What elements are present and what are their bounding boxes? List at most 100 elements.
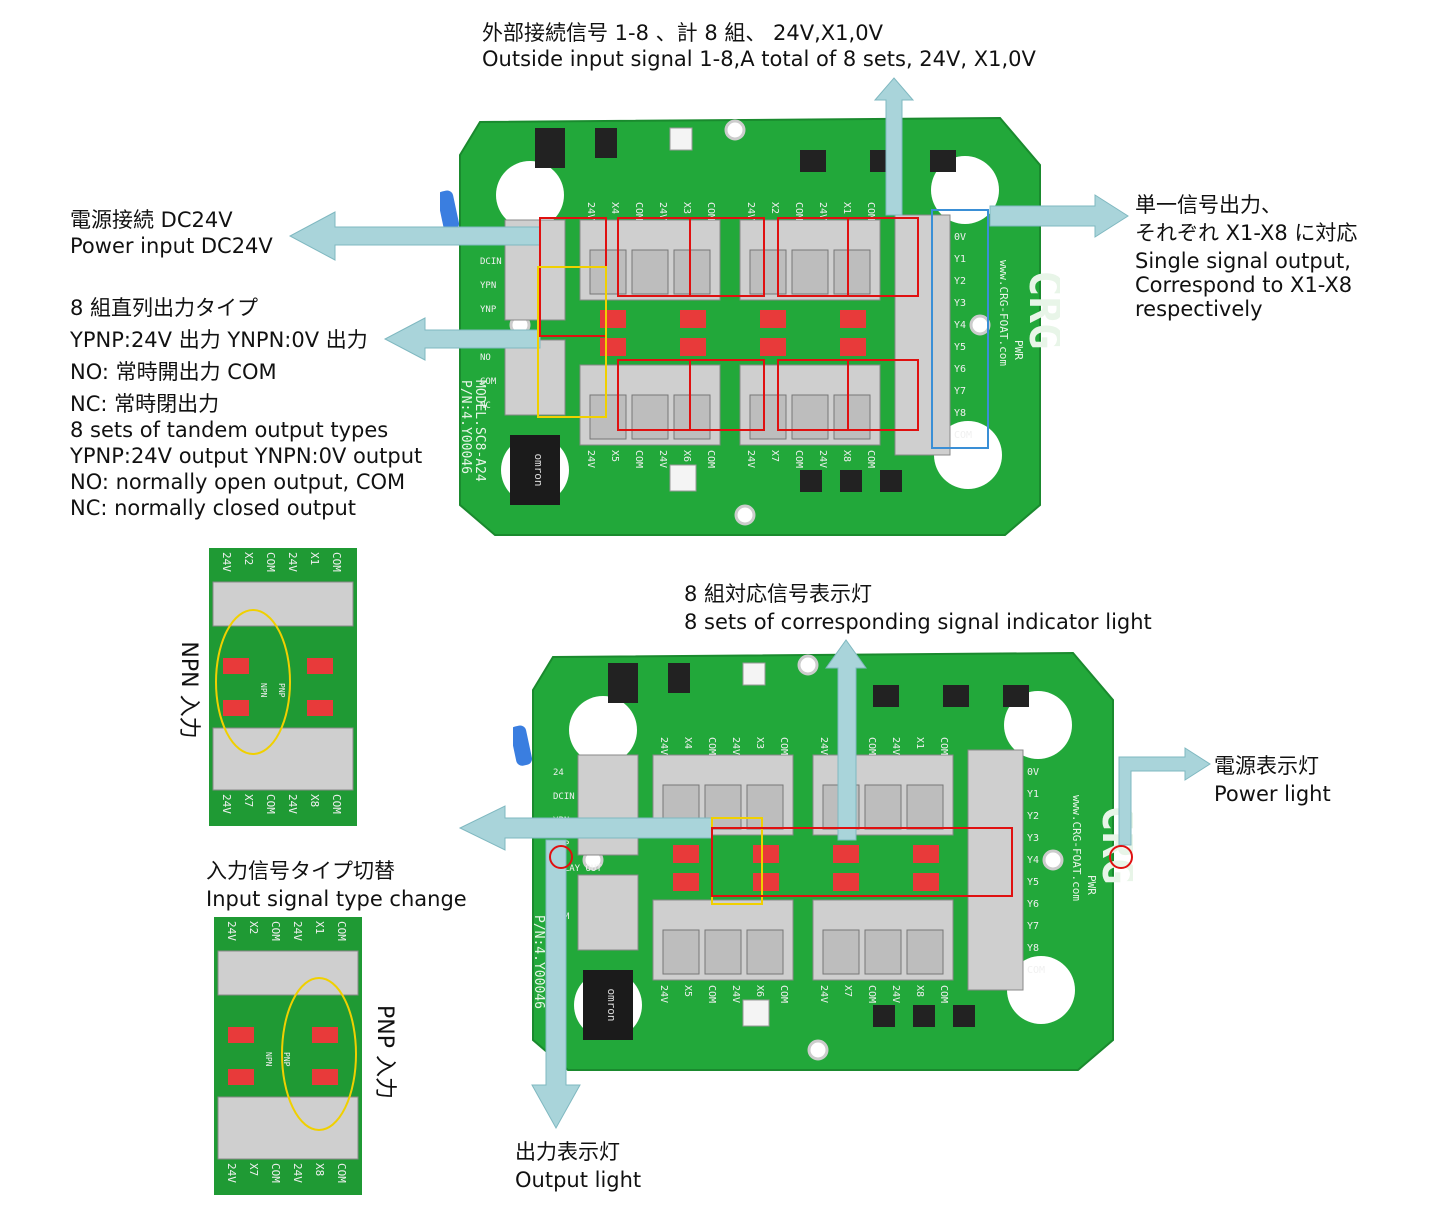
terminal-right — [967, 749, 1024, 991]
terminal-label-right: Y5 — [954, 342, 966, 353]
terminal-lever[interactable] — [673, 394, 711, 440]
terminal-label-right: Y4 — [954, 320, 966, 331]
label-output-types-4: NC: 常時閉出力 — [70, 392, 220, 416]
thumb-label-bottom: 24V — [286, 794, 299, 814]
capacitor — [510, 725, 533, 766]
chip — [535, 128, 565, 168]
terminal-lever[interactable] — [749, 394, 787, 440]
terminal-label-bottom: COM — [705, 450, 716, 468]
terminal-label-bottom: 24V — [817, 450, 828, 468]
terminal-label-top: COM — [865, 202, 876, 220]
thumb-jumper-label: NPN — [259, 683, 268, 698]
thumb-label-bottom: X8 — [313, 1163, 326, 1176]
terminal-lever[interactable] — [746, 784, 784, 830]
chip — [800, 150, 826, 172]
terminal-label-bottom: COM — [706, 985, 717, 1003]
terminal-label-left: NC — [480, 401, 491, 411]
led — [742, 662, 766, 686]
terminal-label-bottom: 24V — [657, 450, 668, 468]
label-signal-change: 入力信号タイプ切替 Input signal type change — [206, 857, 467, 913]
terminal-label-bottom: 24V — [585, 450, 596, 468]
terminal-label-right: Y6 — [954, 364, 966, 375]
chip — [595, 128, 617, 158]
label-signal-change-en: Input signal type change — [206, 887, 467, 911]
terminal-lever[interactable] — [673, 249, 711, 295]
thumb-label-bottom: X7 — [242, 794, 255, 807]
thumb-label-top: X2 — [242, 552, 255, 565]
terminal-label-top: X1 — [841, 202, 852, 214]
terminal-lever[interactable] — [864, 929, 902, 975]
thumb-jumper-label: PNP — [282, 1052, 291, 1067]
terminal-label-right: Y4 — [1027, 855, 1039, 866]
chip — [873, 685, 899, 707]
thumb-label-top: COM — [335, 921, 348, 941]
terminal-lever[interactable] — [906, 784, 944, 830]
thumb-label-top: X1 — [313, 921, 326, 934]
thumb-label-bottom: 24V — [220, 794, 233, 814]
terminal-lever[interactable] — [631, 394, 669, 440]
arrow-output-types — [383, 317, 541, 361]
terminal-label-top: 24V — [658, 737, 669, 755]
terminal-lever[interactable] — [906, 929, 944, 975]
thumb-label-top: 24V — [225, 921, 238, 941]
terminal-label-bottom: COM — [793, 450, 804, 468]
mounting-hole — [931, 156, 999, 224]
terminal-lever[interactable] — [704, 929, 742, 975]
label-output-types-7: NO: normally open output, COM — [70, 470, 406, 494]
label-output-light-jp: 出力表示灯 — [515, 1140, 620, 1164]
thumb-jumper-label: NPN — [264, 1052, 273, 1067]
terminal-lever[interactable] — [822, 929, 860, 975]
terminal-label-bottom: COM — [866, 985, 877, 1003]
arrow-signal-change — [458, 805, 713, 851]
terminal-label-top: X3 — [681, 202, 692, 214]
thumb-label-top: 24V — [286, 552, 299, 572]
terminal-label-right: Y7 — [1027, 921, 1039, 932]
terminal-label-top: COM — [793, 202, 804, 220]
led — [742, 999, 770, 1027]
terminal-lever[interactable] — [833, 394, 871, 440]
label-output-types: 8 組直列出力タイプ YPNP:24V 出力 YNPN:0V 出力 NO: 常時… — [70, 295, 422, 521]
terminal-lever[interactable] — [589, 249, 627, 295]
terminal-label-right: 0V — [954, 232, 966, 243]
terminal-lever[interactable] — [746, 929, 784, 975]
arrow-power-light — [1118, 747, 1211, 846]
label-indicator: 8 組対応信号表示灯 8 sets of corresponding signa… — [684, 580, 1152, 636]
label-output-types-5: 8 sets of tandem output types — [70, 418, 389, 442]
terminal-label-left: YPN — [480, 281, 496, 291]
thumb-label-top: X2 — [247, 921, 260, 934]
box-single-output — [931, 209, 989, 449]
label-power-light: 電源表示灯 Power light — [1214, 752, 1331, 808]
circle-power-light — [1109, 845, 1133, 869]
thumb-label-bottom: X8 — [308, 794, 321, 807]
terminal-label-right: COM — [954, 430, 972, 441]
pcb-board-bottom: omron MODEL.SC8-A24 P/N:4.Y00046 www.CRG… — [510, 645, 1143, 1079]
terminal-label-top: 24V — [730, 737, 741, 755]
jumpers — [673, 845, 939, 891]
terminal-lever[interactable] — [631, 249, 669, 295]
terminal-lever[interactable] — [662, 929, 700, 975]
terminal-label-right: Y3 — [954, 298, 966, 309]
label-indicator-en: 8 sets of corresponding signal indicator… — [684, 610, 1152, 634]
label-indicator-jp: 8 組対応信号表示灯 — [684, 582, 873, 606]
terminal-label-top: X2 — [769, 202, 780, 214]
chip — [930, 150, 956, 172]
terminal-label-top: 24V — [817, 202, 828, 220]
terminal-lever[interactable] — [749, 249, 787, 295]
terminal-lever[interactable] — [833, 249, 871, 295]
pwr-text: PWR — [1012, 340, 1025, 360]
thumb-jumper — [312, 1027, 338, 1043]
terminal-label-top: 24V — [818, 737, 829, 755]
label-output-types-3: NO: 常時開出力 COM — [70, 360, 277, 384]
terminal-lever[interactable] — [864, 784, 902, 830]
terminal-label-right: Y1 — [1027, 789, 1039, 800]
relay-brand: omron — [532, 453, 545, 486]
screw-hole — [724, 119, 746, 141]
arrow-output-light — [531, 839, 581, 1130]
terminal-lever[interactable] — [791, 249, 829, 295]
terminal-lever[interactable] — [791, 394, 829, 440]
terminal-label-right: Y6 — [1027, 899, 1039, 910]
thumb-terminal-bottom — [217, 1096, 359, 1160]
terminal-label-top: X3 — [754, 737, 765, 749]
